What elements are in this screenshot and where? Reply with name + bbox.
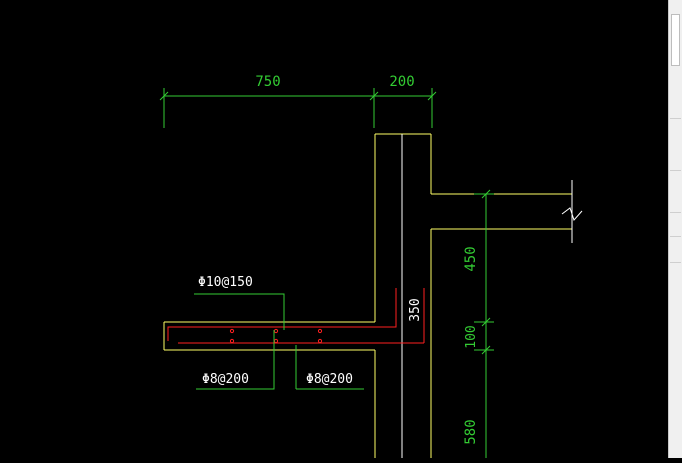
structure-outline: [163, 133, 572, 458]
break-line: [561, 180, 583, 243]
top-dimension: [159, 88, 437, 128]
vertical-scrollbar[interactable]: [668, 0, 682, 458]
cad-drawing: 750 200 450 100 580 350 Φ10@150 Φ8@200 Φ…: [159, 74, 583, 458]
scrollbar-thumb[interactable]: [671, 14, 680, 66]
dimension-right-lower: 580: [463, 419, 479, 444]
rebar-leaders: [194, 293, 364, 390]
scrollbar-divider: [670, 212, 681, 213]
rebar-label-top: Φ10@150: [198, 275, 253, 290]
dimension-right-upper: 450: [463, 246, 479, 271]
rebar-dots: [229, 328, 323, 344]
dimension-right-middle: 100: [464, 325, 479, 348]
rebar-label-bottom-left: Φ8@200: [202, 372, 249, 387]
scrollbar-divider: [670, 262, 681, 263]
rebar-label-bottom-right: Φ8@200: [306, 372, 353, 387]
right-dimension: [474, 189, 494, 458]
scrollbar-divider: [670, 170, 681, 171]
dimension-slab-thickness: 350: [408, 298, 423, 321]
dimension-top-left: 750: [255, 74, 280, 90]
scrollbar-divider: [670, 118, 681, 119]
scrollbar-divider: [670, 236, 681, 237]
dimension-top-right: 200: [389, 74, 414, 90]
cad-canvas[interactable]: 750 200 450 100 580 350 Φ10@150 Φ8@200 Φ…: [0, 0, 668, 458]
rebar-lines: [167, 288, 425, 344]
